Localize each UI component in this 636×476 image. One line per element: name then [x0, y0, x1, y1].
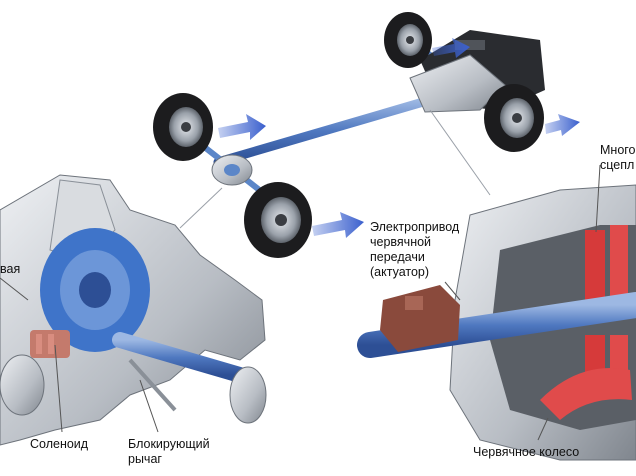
- label-lock-lever: Блокирующий рычаг: [128, 437, 210, 466]
- arrow-front-right: [545, 114, 580, 136]
- label-worm-wheel: Червячное колесо: [473, 445, 580, 459]
- lock-lever-part: [128, 358, 177, 412]
- callout-line-actuator: [444, 281, 461, 301]
- worm-wheel-part: [540, 368, 632, 420]
- callout-line-left: [179, 187, 223, 229]
- arrow-rear-left: [218, 114, 266, 140]
- solenoid-part: [30, 330, 70, 358]
- wheel-front-right: [484, 84, 544, 152]
- label-multi-clutch: Много сцепл: [600, 143, 636, 172]
- callout-line-lever: [139, 379, 159, 433]
- clutch-cutaway: [357, 164, 636, 461]
- actuator-part: [380, 285, 460, 352]
- wheel-front-left: [384, 12, 432, 68]
- callout-line-left-partial: [0, 277, 29, 301]
- output-shaft: [112, 332, 248, 383]
- rear-differential: [211, 154, 253, 186]
- callout-line-worm: [537, 417, 549, 441]
- output-flange: [229, 366, 267, 424]
- wheel-rear-right: [244, 182, 312, 258]
- label-actuator: Электропривод червячной передачи (актуат…: [370, 220, 460, 279]
- label-solenoid: Соленоид: [30, 437, 89, 451]
- callout-line-clutch: [595, 164, 601, 233]
- label-left-partial: вая: [0, 262, 21, 276]
- arrow-rear-right: [312, 212, 364, 238]
- car-drivetrain: [153, 12, 580, 258]
- callout-line-solenoid: [54, 344, 63, 433]
- differential-cutaway: [0, 174, 267, 446]
- callout-line-right: [429, 109, 491, 196]
- wheel-rear-left: [153, 93, 213, 161]
- arrow-front-left: [432, 38, 470, 58]
